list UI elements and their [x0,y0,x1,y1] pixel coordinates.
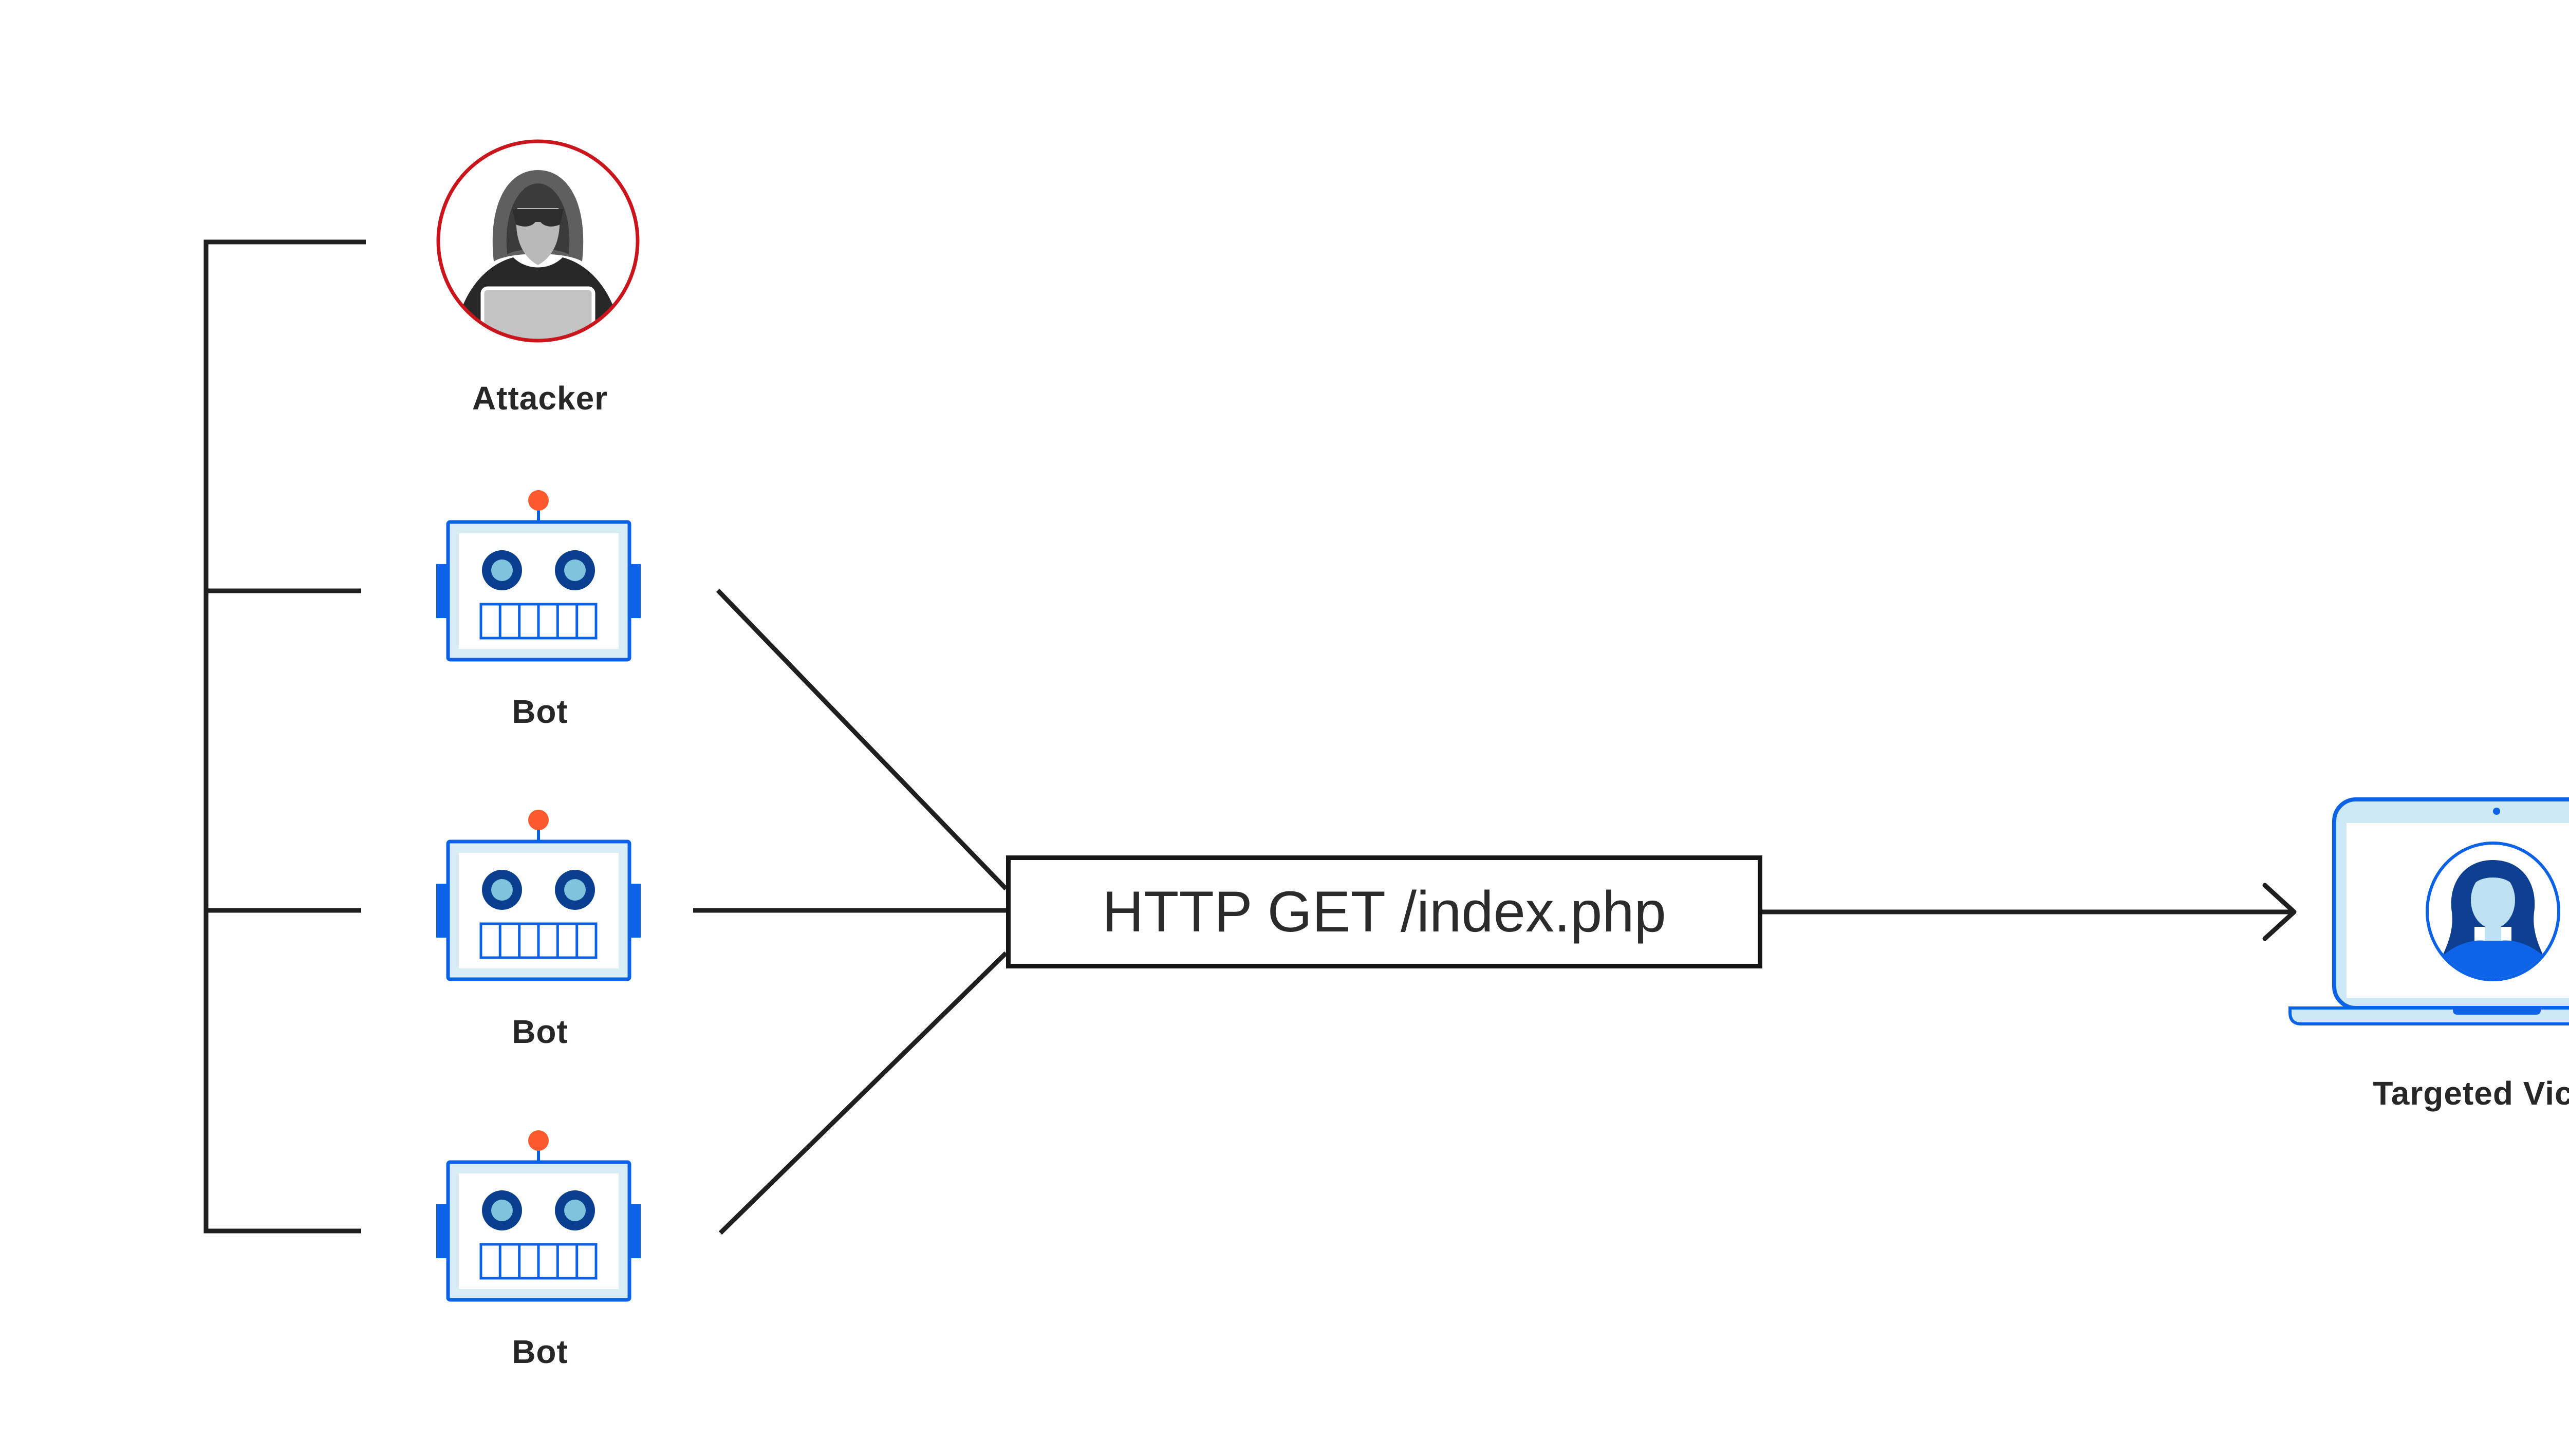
sunglasses-icon [512,209,564,227]
robot-head-icon-1 [436,490,641,660]
laptop-base-notch [2453,1008,2541,1015]
avatar-neck [2485,924,2501,942]
webcam-icon [2493,808,2500,815]
bot-label-2: Bot [512,1013,568,1050]
robot-head-icon-3 [436,1130,641,1300]
bot-label-3: Bot [512,1333,568,1370]
hacker-laptop [480,286,595,339]
laptop-user-avatar-icon [2288,797,2569,1025]
connector-lines [203,239,2297,1235]
http-request-box: HTTP GET /index.php [1006,855,1762,968]
botnet-bracket-line [203,239,366,1234]
user-avatar-icon [2426,842,2560,981]
attacker-red-ring [436,139,640,343]
arrowhead-icon [2262,883,2297,941]
avatar-fringe [2466,864,2520,896]
bot-label-1: Bot [512,693,568,730]
hooded-hacker-icon [436,139,640,343]
avatar-shirt [2435,940,2551,978]
victim-label: Targeted Victim [2373,1075,2569,1112]
connector-bot3-to-box [718,951,1008,1235]
connector-bot1-to-box [716,588,1008,891]
avatar-face [2471,872,2515,928]
attacker-label: Attacker [472,380,608,417]
http-request-label: HTTP GET /index.php [1102,880,1666,944]
robot-head-icon-2 [436,810,641,979]
